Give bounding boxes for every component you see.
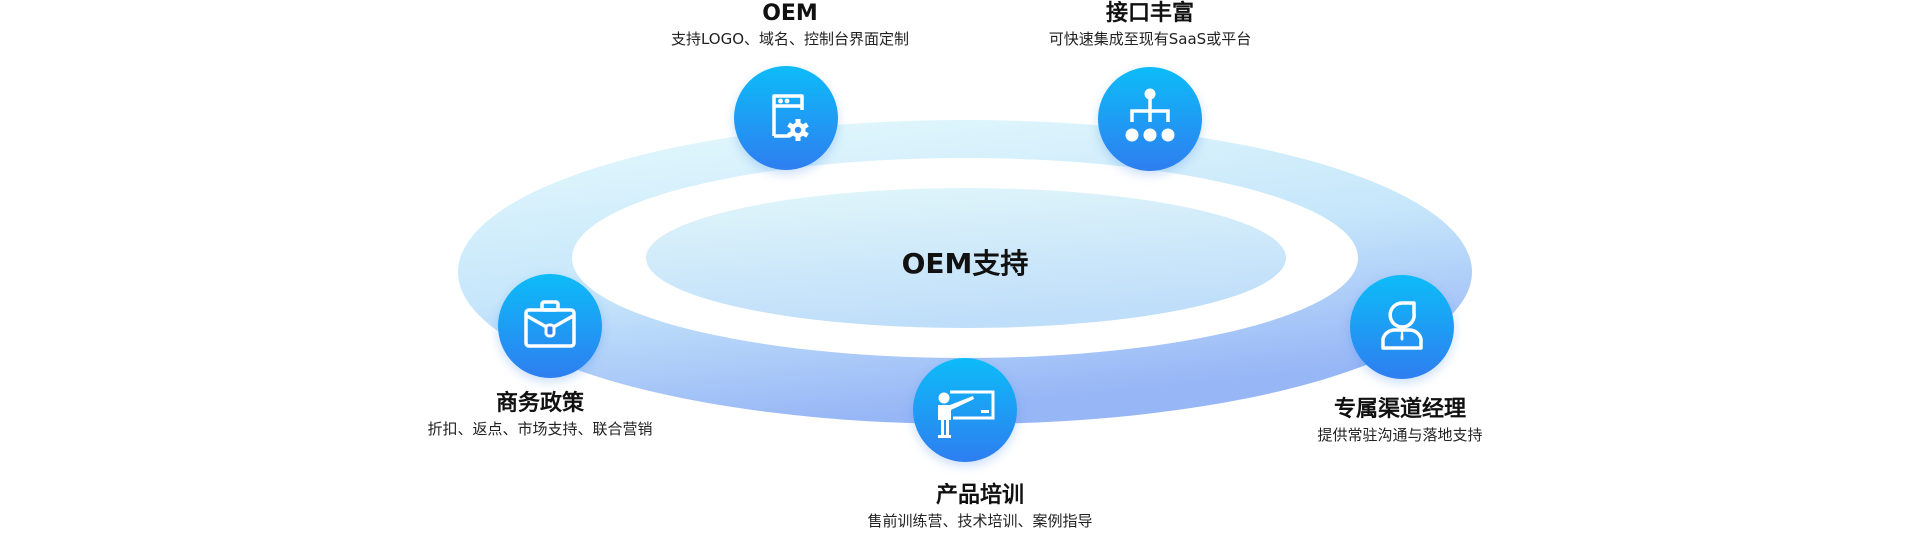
- node-api-label: 接口丰富 可快速集成至现有SaaS或平台: [1000, 0, 1300, 50]
- node-desc: 可快速集成至现有SaaS或平台: [1048, 30, 1252, 48]
- node-desc: 折扣、返点、市场支持、联合营销: [427, 420, 653, 438]
- node-desc: 售前训练营、技术培训、案例指导: [867, 512, 1093, 530]
- window-gear-icon: [734, 66, 838, 170]
- inner-disc: [646, 188, 1286, 328]
- node-title: 商务政策: [495, 391, 584, 416]
- center-label: OEM支持: [901, 247, 1029, 280]
- node-title: 产品培训: [935, 483, 1024, 508]
- node-title: 专属渠道经理: [1333, 397, 1466, 422]
- node-desc: 提供常驻沟通与落地支持: [1317, 426, 1483, 444]
- briefcase-icon: [498, 274, 602, 378]
- teacher-board-icon: [913, 358, 1017, 462]
- node-business-label: 商务政策 折扣、返点、市场支持、联合营销: [390, 390, 690, 440]
- node-title: OEM: [762, 1, 818, 26]
- node-manager-label: 专属渠道经理 提供常驻沟通与落地支持: [1250, 396, 1550, 446]
- node-desc: 支持LOGO、域名、控制台界面定制: [670, 30, 910, 48]
- hierarchy-icon: [1098, 67, 1202, 171]
- node-oem-label: OEM 支持LOGO、域名、控制台界面定制: [640, 0, 940, 50]
- node-title: 接口丰富: [1105, 1, 1194, 26]
- user-icon: [1350, 275, 1454, 379]
- node-training-label: 产品培训 售前训练营、技术培训、案例指导: [830, 482, 1130, 532]
